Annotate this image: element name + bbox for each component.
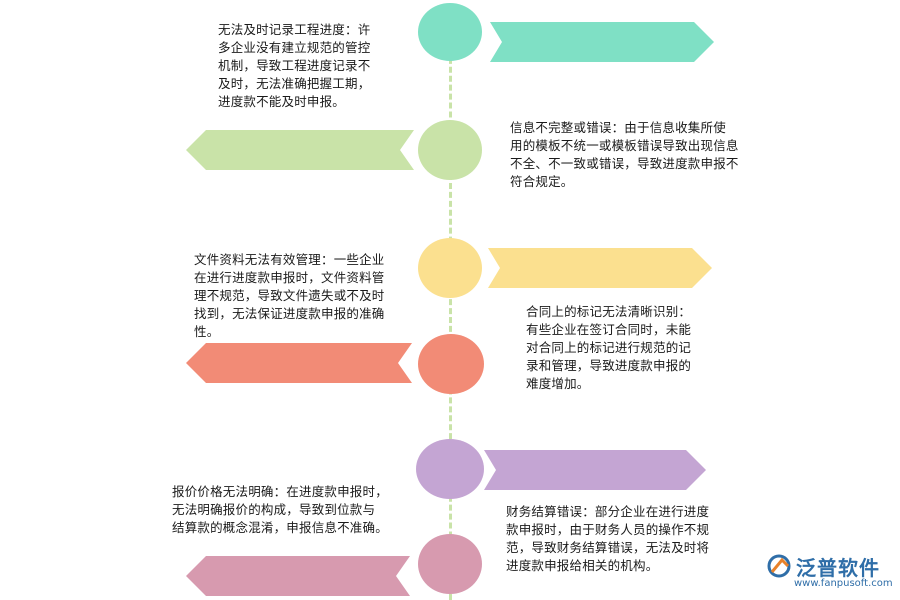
arrow-right-5	[484, 450, 706, 490]
arrow-right-1	[490, 22, 714, 62]
logo-url: www.fanpusoft.com	[794, 578, 893, 589]
fanpu-logo-icon	[766, 552, 794, 584]
item-text-6: 财务结算错误：部分企业在进行进度 款申报时，由于财务人员的操作不规 范，导致财务…	[506, 504, 710, 573]
timeline-spine	[449, 40, 452, 600]
node-circle-1	[418, 3, 482, 61]
item-text-3: 文件资料无法有效管理：一些企业 在进行进度款申报时，文件资料管 理不规范，导致文…	[194, 252, 385, 339]
node-circle-6	[418, 534, 482, 594]
node-circle-5	[416, 439, 484, 499]
node-circle-4	[418, 334, 484, 394]
arrow-right-3	[488, 248, 712, 288]
fanpu-logo: 泛普软件 www.fanpusoft.com	[766, 550, 896, 596]
logo-name: 泛普软件	[796, 556, 880, 580]
node-circle-2	[418, 120, 482, 180]
item-text-4: 合同上的标记无法清晰识别： 有些企业在签订合同时，未能 对合同上的标记进行规范的…	[526, 304, 692, 391]
item-text-5: 报价价格无法明确：在进度款申报时， 无法明确报价的构成，导致到位款与 结算款的概…	[172, 484, 388, 535]
item-text-2: 信息不完整或错误：由于信息收集所使 用的模板不统一或模板错误导致出现信息 不全、…	[510, 120, 739, 189]
arrow-left-2	[186, 130, 414, 170]
arrow-left-4	[186, 343, 412, 383]
arrow-left-6	[186, 556, 410, 596]
item-text-1: 无法及时记录工程进度：许 多企业没有建立规范的管控 机制，导致工程进度记录不 及…	[218, 22, 371, 109]
node-circle-3	[418, 238, 482, 298]
